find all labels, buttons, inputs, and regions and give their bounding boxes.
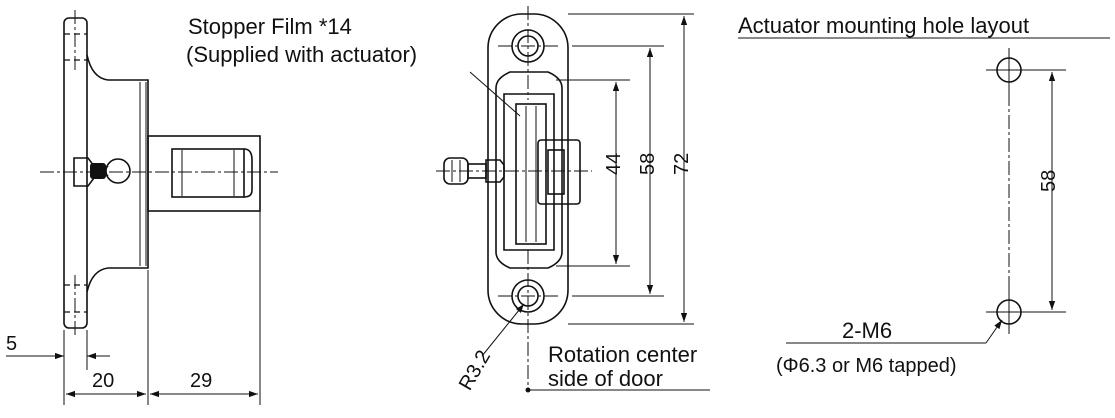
radius-label: R3.2 [455, 347, 495, 395]
stopper-block [537, 139, 581, 205]
stopper-film-label: Stopper Film *14 [188, 14, 352, 39]
dim-72-label: 72 [671, 153, 693, 175]
side-view: 5 20 29 [6, 10, 278, 405]
hole-layout-title: Actuator mounting hole layout [738, 13, 1029, 38]
dim-5-label: 5 [6, 333, 17, 355]
rotation-center-note: side of door [548, 366, 663, 391]
dim-29-label: 29 [190, 370, 212, 392]
m6-note: (Φ6.3 or M6 tapped) [776, 355, 957, 377]
front-view: R3.2 44 58 72 [436, 6, 710, 394]
dim-20-label: 20 [92, 370, 114, 392]
actuator-shaft [147, 135, 261, 212]
rotation-center-label: Rotation center [548, 342, 697, 367]
screw-head [105, 158, 131, 184]
inner-body [503, 93, 555, 251]
shaft-slot [171, 148, 245, 198]
dim-44-label: 44 [603, 153, 625, 175]
m6-label: 2-M6 [842, 318, 892, 343]
dim-58-label: 58 [637, 153, 659, 175]
stopper-film-note: (Supplied with actuator) [186, 42, 417, 67]
dim-58-layout-label: 58 [1038, 170, 1060, 192]
hole-layout: 58 [738, 37, 1110, 344]
